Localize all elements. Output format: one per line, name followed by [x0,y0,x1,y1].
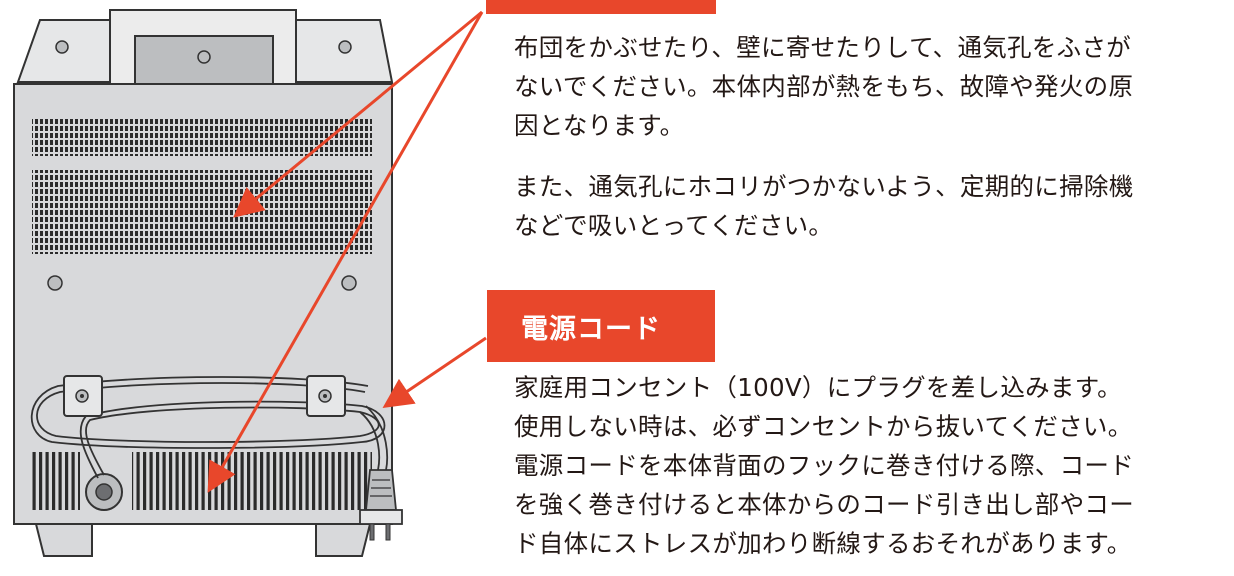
vent-callout-badge [486,0,716,14]
vent-grille-icon [32,170,372,254]
cord-outlet-icon [85,473,123,511]
vent-warning-text: 布団をかぶせたり、壁に寄せたりして、通気孔をふさが ないでください。本体内部が熱… [514,33,1134,140]
power-cord-callout-badge: 電源コード [487,290,715,362]
screw-icon [341,275,357,291]
screw-icon [197,50,211,64]
power-cord-label: 電源コード [521,313,661,345]
handle-icon [109,9,297,85]
screw-icon [55,40,69,54]
device-rear-illustration [13,9,403,557]
power-cord-text: 家庭用コンセント（100V）にプラグを差し込みます。 使用しない時は、必ずコンセ… [514,373,1134,558]
device-foot-right [315,523,372,557]
screw-icon [338,40,352,54]
cord-hook-icon [63,375,103,417]
screw-icon [47,275,63,291]
vent-grille-icon [30,452,80,510]
device-foot-left [34,523,93,557]
vent-grille-icon [132,452,372,510]
vent-grille-icon [32,118,372,156]
vent-cleaning-text: また、通気孔にホコリがつかないよう、定期的に掃除機 などで吸いとってください。 [514,172,1134,240]
cord-hook-icon [306,375,346,417]
